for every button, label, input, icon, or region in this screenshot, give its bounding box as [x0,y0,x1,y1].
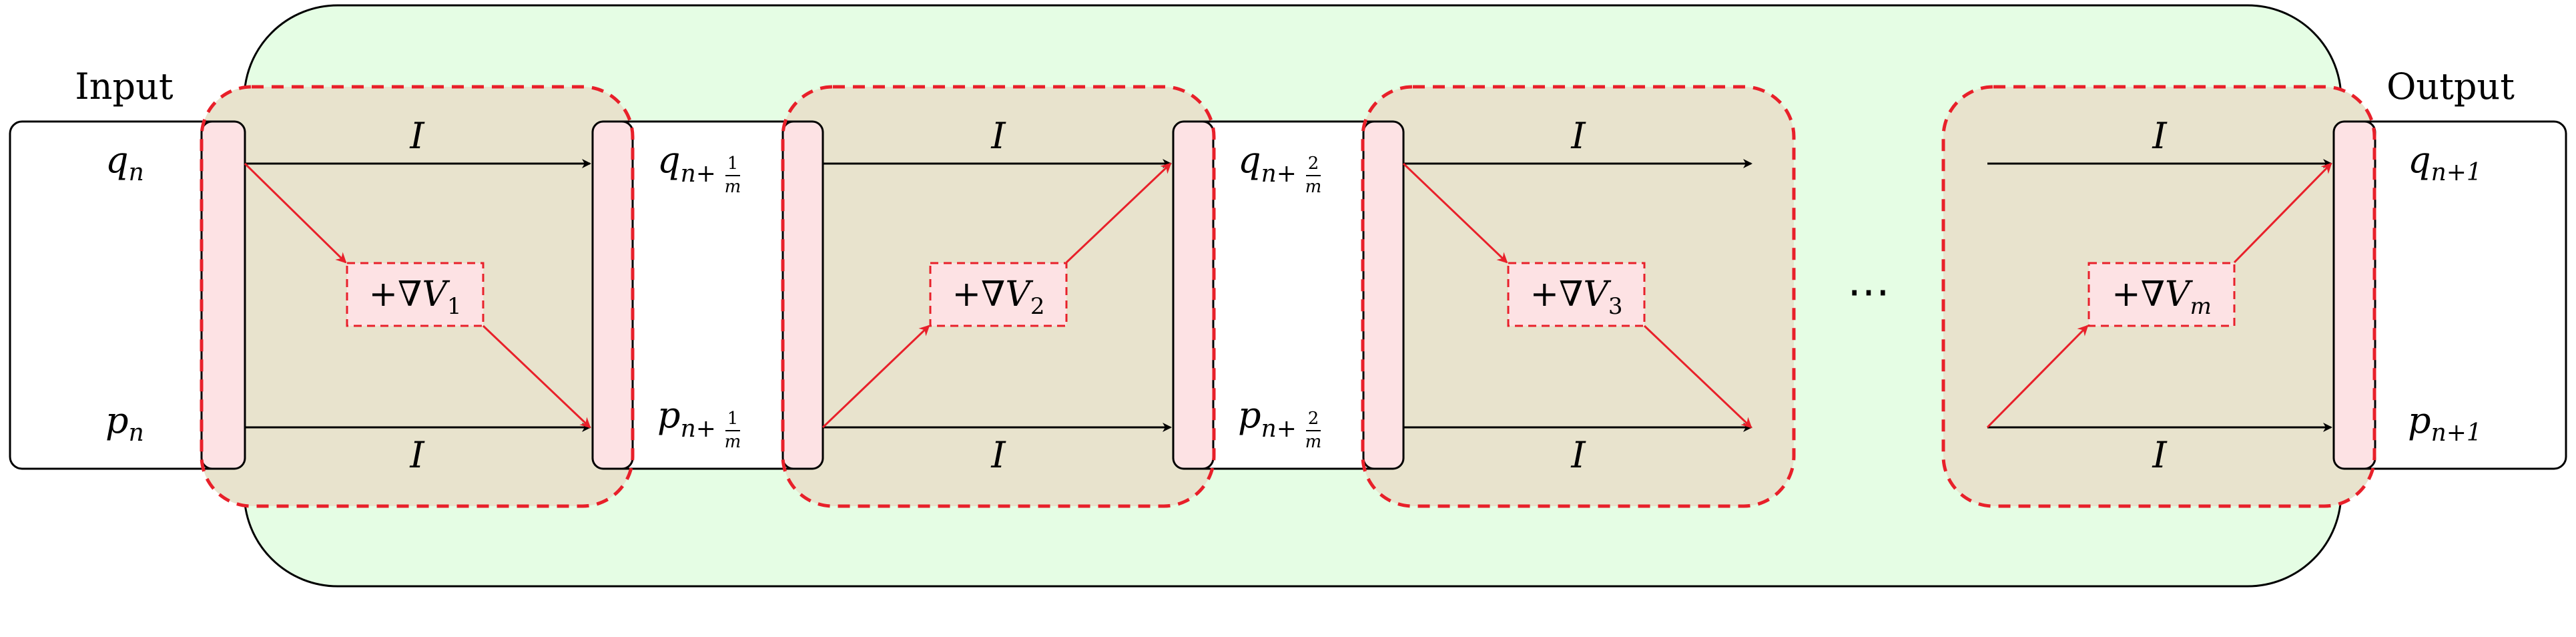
identity-label-p-stage-3: I [1570,434,1586,476]
gradient-label-3: +∇V3 [1530,274,1622,320]
identity-label-q-stage-2: I [990,115,1006,157]
intermediate-1-q-label: qn+ 1 m [657,139,741,197]
intermediate-box-2-right-strip [1362,120,1405,470]
intermediate-1-p-label: pn+ 1 m [657,394,741,452]
output-title: Output [2386,65,2515,108]
intermediate-box-2-left-strip [1172,120,1215,470]
stage-2-dashed-border [781,85,1216,508]
stage-ellipsis: ⋯ [1847,267,1890,316]
gradient-arrow-in-stage-2 [822,325,930,429]
input-box-pink-strip [200,120,246,470]
gradient-arrow-out-stage-1 [482,325,591,429]
gradient-box-m [2087,262,2236,327]
identity-label-p-stage-2: I [990,434,1006,476]
intermediate-box-1-left-strip [591,120,634,470]
svg-text:m: m [1305,432,1322,452]
svg-text:1: 1 [727,409,739,429]
svg-text:2: 2 [1308,409,1319,429]
gradient-box-1 [346,262,485,327]
output-p-n-plus-1: pn+1 [2408,399,2482,447]
svg-text:m: m [725,432,741,452]
gradient-label-1: +∇V1 [368,274,461,320]
identity-label-q-stage-3: I [1570,115,1586,157]
svg-text:pn+: pn+ [1238,394,1297,443]
identity-label-q-stage-m: I [2152,115,2168,157]
gradient-arrow-out-stage-m [2233,162,2332,264]
stage-3-dashed-border [1361,85,1796,508]
gradient-arrow-out-stage-2 [1065,162,1172,264]
input-title: Input [75,65,173,108]
intermediate-box-1-right-strip [781,120,824,470]
stage-m-dashed-border [1941,85,2376,508]
intermediate-2-q-label: qn+ 2 m [1238,139,1321,197]
gradient-box-2 [929,262,1068,327]
svg-text:2: 2 [1308,154,1319,174]
svg-text:1: 1 [727,154,739,174]
gradient-label-m: +∇Vm [2112,274,2212,320]
output-box-pink-strip [2332,120,2376,470]
input-p-n: pn [105,399,144,447]
gradient-label-2: +∇V2 [952,274,1044,320]
gradient-box-3 [1507,262,1646,327]
intermediate-2-p-label: pn+ 2 m [1238,394,1321,452]
svg-text:qn+: qn+ [1238,139,1297,188]
gradient-arrow-out-stage-3 [1643,325,1752,429]
svg-text:m: m [725,177,741,197]
identity-label-p-stage-m: I [2152,434,2168,476]
svg-text:m: m [1305,177,1322,197]
gradient-arrow-in-stage-3 [1402,162,1508,264]
svg-text:pn+: pn+ [657,394,716,443]
identity-label-q-stage-1: I [409,115,425,157]
gradient-arrow-in-stage-m [1986,325,2089,429]
gradient-arrow-in-stage-1 [244,162,347,264]
identity-label-p-stage-1: I [409,434,425,476]
svg-text:qn+: qn+ [657,139,716,188]
input-q-n: qn [105,139,144,186]
output-q-n-plus-1: qn+1 [2408,139,2482,186]
stage-1-dashed-border [200,85,635,508]
